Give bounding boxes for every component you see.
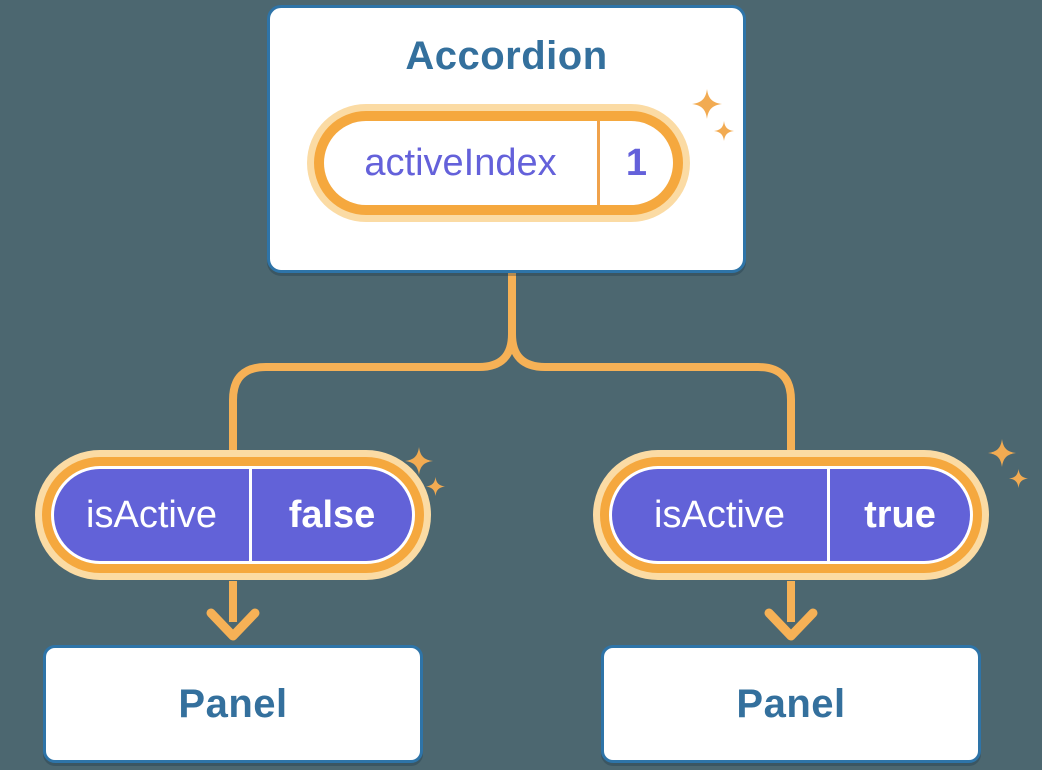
pill-divider (827, 469, 830, 561)
sparkle-icon (988, 438, 1016, 468)
pill-divider (597, 121, 600, 205)
panel-component-card-left: Panel (43, 645, 423, 763)
prop-pill-label: isActive (654, 493, 785, 536)
prop-pill-isactive-true: isActive true (593, 450, 989, 580)
prop-pill-label: isActive (86, 493, 217, 536)
state-pill-label: activeIndex (364, 141, 557, 184)
prop-pill-isactive-false: isActive false (35, 450, 431, 580)
sparkle-icon (405, 446, 433, 476)
component-title: Accordion (405, 34, 608, 78)
pill-divider (249, 469, 252, 561)
panel-component-card-right: Panel (601, 645, 981, 763)
branch-line-left (229, 271, 516, 452)
prop-pill-value: true (864, 493, 936, 536)
component-title: Panel (178, 681, 288, 726)
sparkle-icon (714, 120, 734, 142)
state-pill-value: 1 (625, 141, 648, 184)
arrow-down-icon (764, 581, 818, 641)
state-pill-activeindex: activeIndex 1 (307, 104, 690, 222)
sparkle-icon (1009, 468, 1028, 489)
sparkle-icon (692, 88, 722, 120)
arrow-down-icon (206, 581, 260, 641)
component-title: Panel (736, 681, 846, 726)
branch-line-right (508, 271, 795, 452)
prop-pill-value: false (288, 493, 376, 536)
sparkle-icon (426, 476, 445, 497)
